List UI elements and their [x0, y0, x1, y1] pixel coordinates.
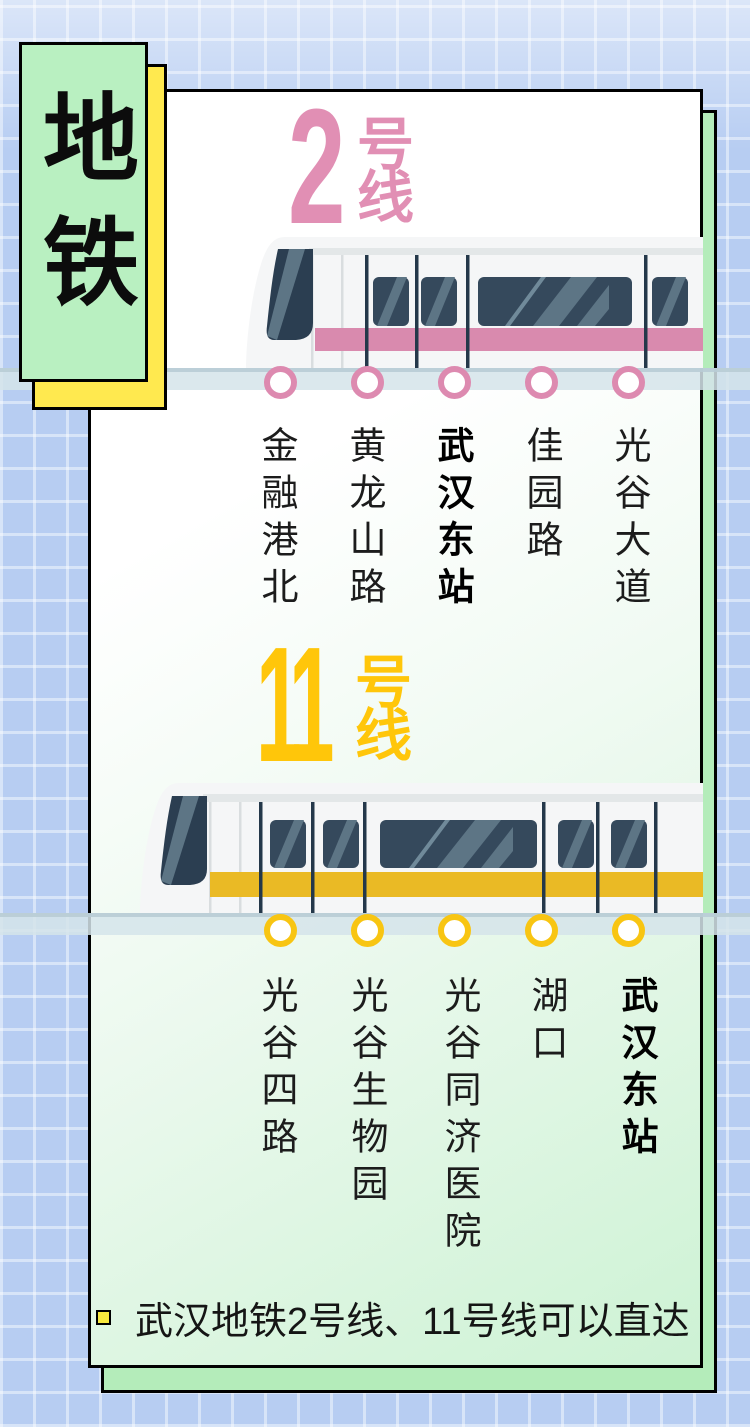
line2-station-dot-1	[263, 365, 297, 399]
note-bullet-icon	[96, 1310, 111, 1325]
station-label-line11-3: 光谷同济医院	[439, 976, 480, 1258]
station-label-line2-1: 金融港北	[256, 426, 297, 614]
line11-station-dot-1	[263, 913, 297, 947]
line2-station-dot-2	[350, 365, 384, 399]
line2-station-dot-4	[524, 365, 558, 399]
line11-suffix: 号线	[355, 651, 412, 768]
station-label-line2-2: 黄龙山路	[344, 426, 385, 614]
footer-note: 武汉地铁2号线、11号线可以直达	[96, 1290, 690, 1345]
line11-station-dot-5	[611, 913, 645, 947]
line11-station-dot-2	[350, 913, 384, 947]
station-label-line2-5: 光谷大道	[609, 426, 650, 614]
line11-number: 11	[256, 612, 334, 796]
line2-suffix: 号线	[357, 113, 414, 230]
line11-train-windows	[270, 820, 647, 868]
note-text: 武汉地铁2号线、11号线可以直达	[135, 1301, 690, 1343]
line2-number: 2	[288, 74, 346, 258]
station-label-line11-2: 光谷生物园	[346, 976, 387, 1211]
title-text: 地铁	[28, 88, 136, 336]
line11-station-dot-3	[437, 913, 471, 947]
line11-train-stripe	[210, 872, 703, 897]
station-label-line11-4: 湖口	[526, 976, 567, 1070]
line2-train-stripe	[315, 328, 703, 351]
station-label-line2-4: 佳园路	[521, 426, 562, 567]
line2-station-dot-3	[437, 365, 471, 399]
line2-station-dot-5	[611, 365, 645, 399]
title-card: 地铁	[19, 42, 148, 382]
line2-train-illustration	[246, 237, 703, 368]
line11-train-illustration	[140, 783, 703, 913]
station-label-line2-3: 武汉东站	[432, 426, 473, 614]
station-label-line11-5: 武汉东站	[616, 976, 657, 1164]
station-label-line11-1: 光谷四路	[256, 976, 297, 1164]
line2-train-windows	[373, 277, 688, 326]
line11-station-dot-4	[524, 913, 558, 947]
